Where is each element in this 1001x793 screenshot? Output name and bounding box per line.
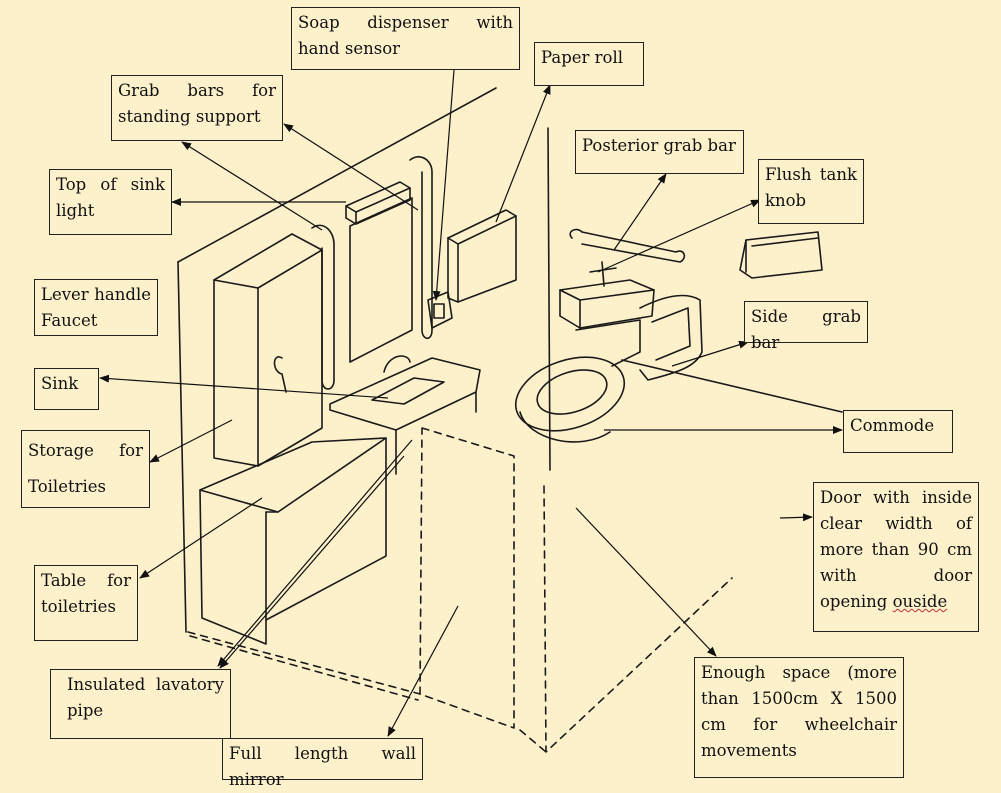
arrow-side bbox=[671, 340, 749, 367]
label-top-sink-light: Top of sink light bbox=[49, 169, 172, 235]
label-storage-toiletries: Storage for Toiletries bbox=[21, 430, 150, 508]
arrow-mirror bbox=[387, 605, 459, 737]
commode-shape bbox=[514, 279, 655, 443]
label-posterior-grab-bar: Posterior grab bar bbox=[575, 130, 744, 174]
label-lever-handle-faucet: Lever handle Faucet bbox=[34, 279, 158, 336]
sink-light bbox=[345, 181, 411, 225]
label-enough-space: Enough space (more than 1500cm X 1500 cm… bbox=[694, 657, 904, 778]
arrow-space bbox=[575, 507, 717, 657]
storage-cabinet bbox=[213, 233, 323, 467]
arrow-soap-grab bbox=[283, 123, 419, 211]
arrow-door bbox=[779, 513, 813, 522]
full-length-mirror bbox=[187, 427, 733, 753]
paper-roll-holder bbox=[447, 209, 517, 303]
label-full-mirror: Full length wall mirror bbox=[222, 738, 423, 789]
label-door: Door with inside clear width of more tha… bbox=[813, 482, 979, 632]
arrow-flush bbox=[597, 199, 761, 273]
arrow-pipe bbox=[217, 439, 413, 667]
label-flush-tank-knob: Flush tank knob bbox=[758, 159, 864, 224]
posterior-grab-bar bbox=[569, 228, 686, 263]
label-insulated-pipe: Insulated lavatory pipe bbox=[50, 669, 231, 739]
label-table-toiletries: Table for toiletries bbox=[34, 565, 138, 641]
arrow-pipe2 bbox=[219, 455, 405, 669]
standing-grab-bars bbox=[311, 156, 433, 390]
arrow-grab bbox=[181, 141, 323, 231]
arrow-storage bbox=[149, 419, 233, 463]
arrow-soap bbox=[432, 69, 455, 301]
room-walls bbox=[177, 87, 843, 633]
soap-dispenser bbox=[427, 291, 453, 329]
label-sink: Sink bbox=[34, 368, 99, 410]
sink-counter bbox=[329, 355, 481, 475]
label-side-grab-bar: Side grab bar bbox=[744, 301, 868, 352]
label-soap-dispenser: Soap dispenser with hand sensor bbox=[291, 7, 520, 70]
floor-edge bbox=[189, 635, 419, 701]
label-paper-roll: Paper roll bbox=[534, 42, 644, 86]
label-commode: Commode bbox=[843, 410, 953, 453]
arrow-table bbox=[139, 497, 263, 579]
side-grab-bar bbox=[639, 294, 703, 381]
arrow-sink bbox=[99, 374, 389, 399]
arrow-paper bbox=[495, 84, 551, 223]
label-grab-bars-standing: Grab bars for standing support bbox=[111, 75, 283, 141]
toiletries-table bbox=[199, 437, 387, 645]
wall-mirror bbox=[349, 197, 413, 363]
flush-tank bbox=[739, 231, 823, 279]
arrow-posterior bbox=[613, 173, 667, 251]
